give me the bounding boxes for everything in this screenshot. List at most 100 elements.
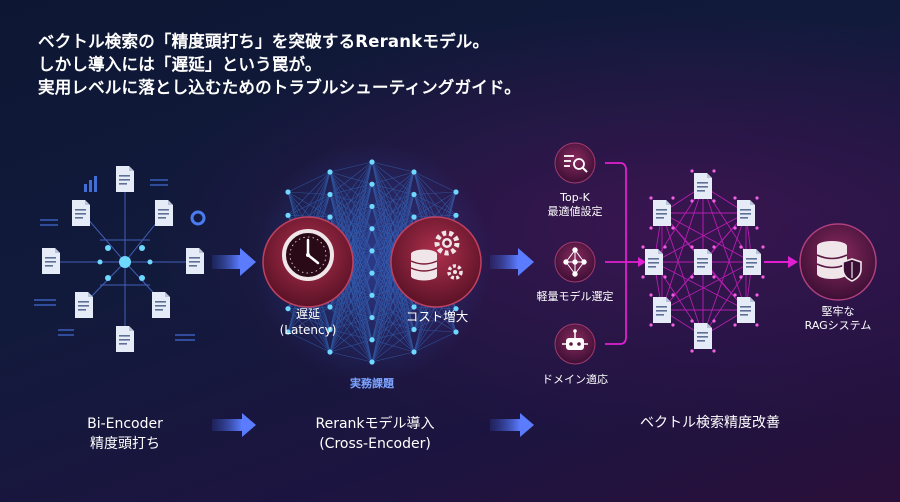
network-node	[369, 337, 375, 343]
mesh-node	[712, 349, 716, 353]
topk-option	[554, 142, 596, 184]
rag-system-label: 堅牢な RAGシステム	[795, 305, 881, 333]
document-icon	[743, 249, 761, 275]
document-icon	[694, 173, 712, 199]
mesh-node	[712, 245, 716, 249]
stage2-label-line-2: (Cross-Encoder)	[319, 436, 431, 452]
domain-adaptation-label: ドメイン適応	[542, 373, 608, 386]
network-node	[411, 191, 417, 198]
document-icon	[694, 323, 712, 349]
domain-adaptation-option	[554, 323, 596, 365]
network-node	[369, 270, 375, 276]
network-node	[453, 306, 459, 312]
mesh-node	[649, 196, 653, 200]
document-icon	[116, 166, 134, 192]
document-icon	[737, 200, 755, 226]
network-node	[369, 248, 375, 254]
arrow-right-icon	[490, 248, 534, 276]
mesh-node	[712, 319, 716, 323]
document-icon	[653, 200, 671, 226]
document-icon	[75, 292, 93, 318]
mesh-node	[671, 196, 675, 200]
document-icon	[653, 297, 671, 323]
stage1-label-line-1: Bi-Encoder	[87, 416, 163, 432]
document-icon	[645, 249, 663, 275]
option-connectors	[605, 162, 646, 345]
headline-line-3: 実用レベルに落とし込むためのトラブルシューティングガイド。	[38, 78, 521, 97]
headline-line-2: しかし導入には「遅延」という罠が。	[38, 55, 322, 74]
document-icon	[42, 248, 60, 274]
mesh-node	[755, 196, 759, 200]
mesh-node	[733, 226, 737, 230]
mesh-node	[755, 293, 759, 297]
network-node	[369, 292, 375, 298]
hub-node	[119, 256, 131, 268]
neural-network	[252, 142, 492, 382]
network-node	[453, 329, 459, 335]
robot-icon	[562, 329, 588, 350]
mesh-node	[755, 226, 759, 230]
network-node	[327, 169, 333, 175]
mesh-node	[671, 226, 675, 230]
mesh-node	[712, 199, 716, 203]
mesh-node	[641, 275, 645, 279]
mesh-node	[649, 226, 653, 230]
mesh-node	[690, 199, 694, 203]
mesh-node	[671, 293, 675, 297]
search-list-icon	[564, 155, 588, 173]
network-node	[285, 212, 291, 218]
network-node	[327, 214, 333, 220]
bottom-arrow-right-icon	[212, 413, 256, 437]
rag-system-label-line-1: 堅牢な	[821, 305, 855, 318]
gear-database-icon	[410, 230, 463, 281]
document-icon	[737, 297, 755, 323]
network-node	[369, 181, 375, 187]
network-node	[411, 214, 417, 220]
network-node	[411, 169, 417, 175]
document-icon	[186, 248, 204, 274]
network-node	[327, 191, 333, 198]
network-node	[369, 203, 375, 210]
rag-system-label-line-2: RAGシステム	[804, 319, 872, 332]
mesh-node	[671, 323, 675, 327]
network-node	[411, 326, 417, 333]
latency-label: 遅延 (Latency)	[262, 306, 354, 338]
mesh-node	[733, 323, 737, 327]
stage3-label: ベクトル検索精度改善	[640, 415, 780, 431]
mesh-node	[733, 196, 737, 200]
latency-circle	[262, 216, 354, 308]
document-icon	[116, 326, 134, 352]
clock-icon	[282, 229, 334, 281]
mesh-node	[712, 275, 716, 279]
mesh-node	[761, 245, 765, 249]
network-node	[327, 349, 333, 355]
network-node	[369, 159, 375, 165]
rag-system-circle	[799, 223, 877, 301]
network-node	[369, 314, 375, 321]
lightweight-model-option	[554, 241, 596, 283]
mesh-node	[733, 293, 737, 297]
stage1-label-line-2: 精度頭打ち	[90, 436, 160, 452]
latency-label-line-2: (Latency)	[279, 323, 337, 337]
network-node	[327, 304, 333, 310]
stage2-label-line-1: Rerankモデル導入	[315, 416, 435, 432]
mesh-node	[663, 275, 667, 279]
stage1-label: Bi-Encoder 精度頭打ち	[60, 414, 190, 454]
network-node	[453, 189, 459, 195]
headline: ベクトル検索の「精度頭打ち」を突破するRerankモデル。 しかし導入には「遅延…	[38, 30, 638, 99]
network-node	[285, 189, 291, 195]
document-icon	[694, 249, 712, 275]
document-icon	[155, 200, 173, 226]
network-node	[369, 359, 375, 365]
mesh-node	[690, 169, 694, 173]
mesh-node	[690, 275, 694, 279]
cost-circle	[390, 216, 482, 308]
result-arrow	[764, 256, 798, 268]
practical-issue-label: 実務課題	[350, 377, 394, 390]
bar-chart-icon	[84, 176, 97, 192]
mesh-node	[761, 275, 765, 279]
network-node	[327, 326, 333, 333]
mesh-node	[663, 245, 667, 249]
lightweight-model-label: 軽量モデル選定	[536, 290, 614, 303]
